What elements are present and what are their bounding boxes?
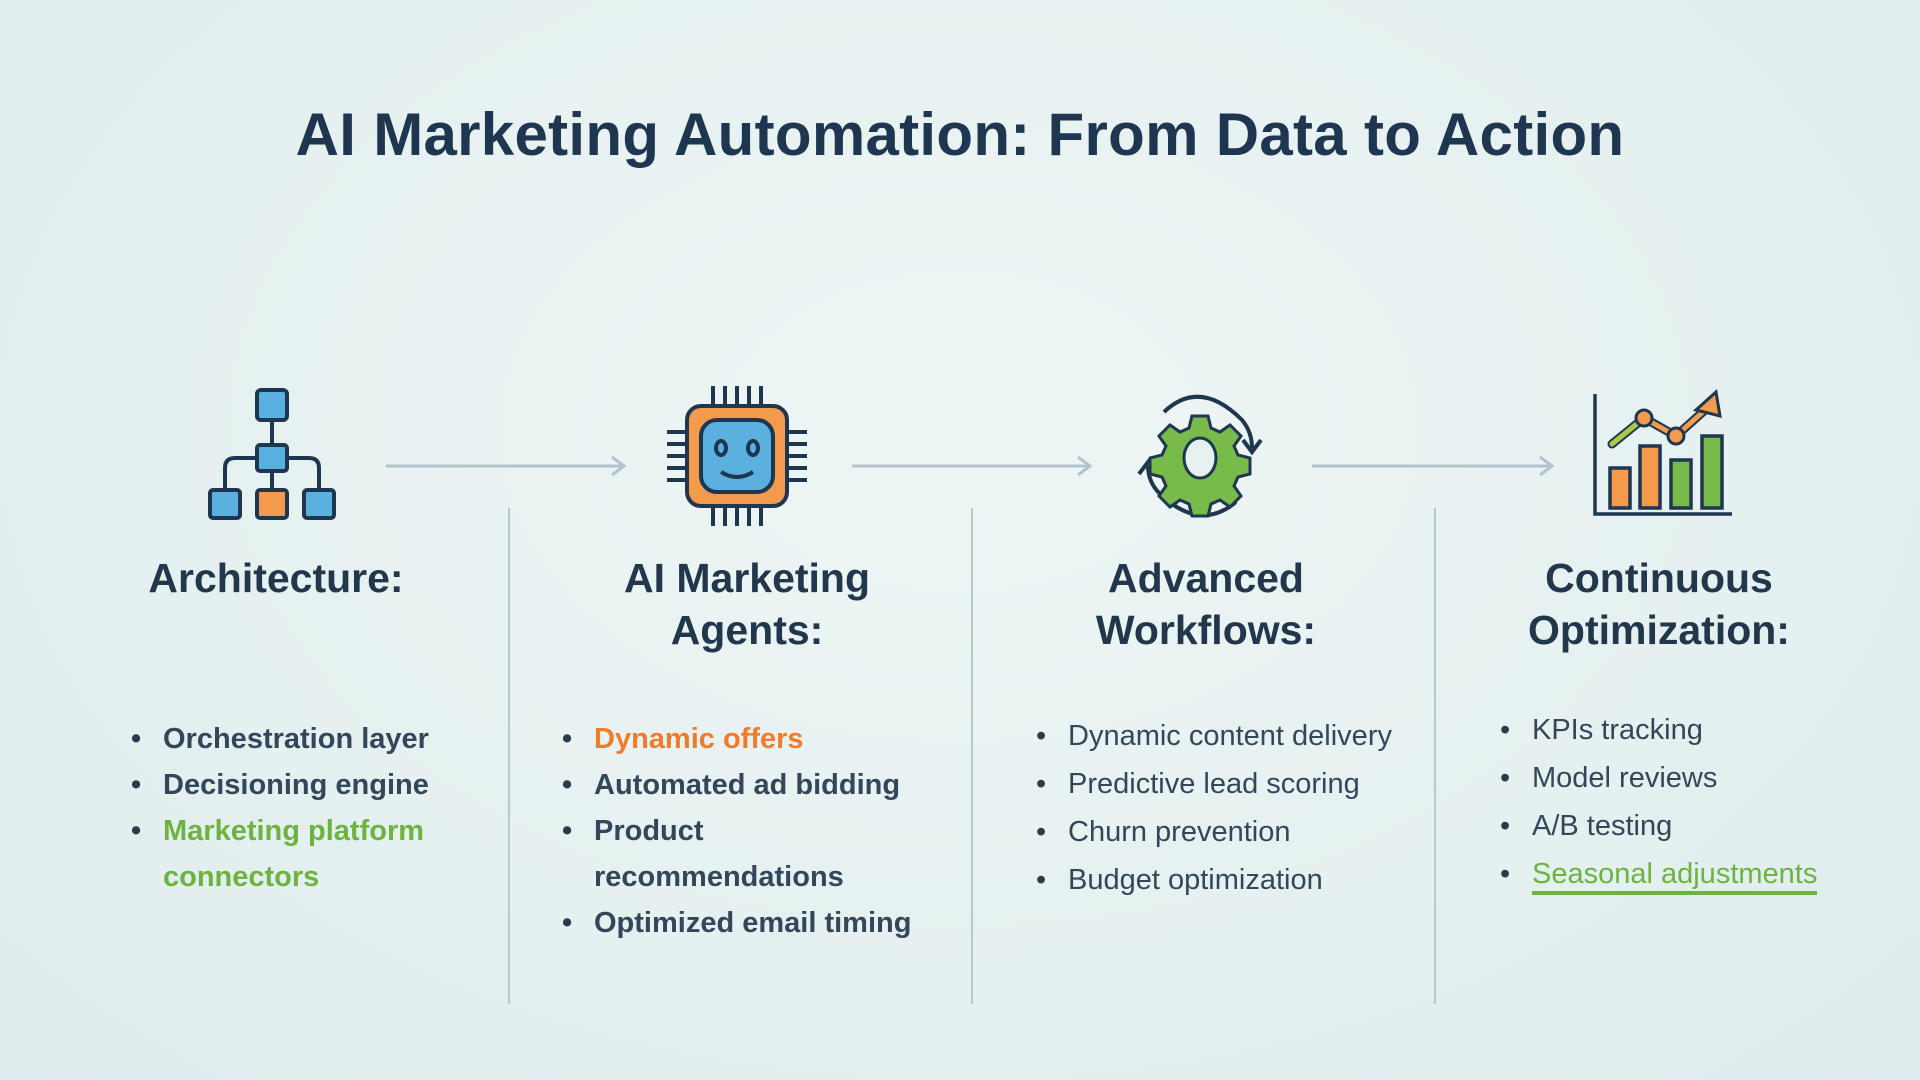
flow-arrow-1 [386, 456, 627, 476]
list-item-continued: recommendations [594, 861, 844, 893]
column-divider [1434, 508, 1436, 1004]
heading-line: Agents: [670, 607, 824, 653]
list-item: Orchestration layer [131, 716, 429, 762]
heading-line: Workflows: [1095, 607, 1317, 653]
agents-list: Dynamic offers Automated ad bidding Prod… [562, 716, 911, 946]
heading-line: Architecture: [148, 555, 404, 601]
column-divider [971, 508, 973, 1004]
page-title: AI Marketing Automation: From Data to Ac… [295, 101, 1625, 168]
list-item: Churn prevention [1036, 808, 1392, 856]
heading-line: Continuous [1545, 555, 1773, 601]
heading-architecture: Architecture: [66, 552, 486, 604]
flow-arrow-3 [1312, 456, 1555, 476]
list-item: Dynamic content delivery [1036, 712, 1392, 760]
heading-line: AI Marketing [623, 555, 871, 601]
heading-line: Advanced [1108, 555, 1304, 601]
list-item: Product [562, 808, 911, 854]
list-item: Decisioning engine [131, 762, 429, 808]
list-item: Budget optimization [1036, 856, 1392, 904]
list-item-continued: connectors [163, 861, 320, 893]
list-item: KPIs tracking [1500, 706, 1817, 754]
list-item: A/B testing [1500, 802, 1817, 850]
list-item: Dynamic offers [562, 716, 911, 762]
gear-cycle-icon [1137, 394, 1263, 518]
list-item: Model reviews [1500, 754, 1817, 802]
list-item: Predictive lead scoring [1036, 760, 1392, 808]
optimization-list: KPIs tracking Model reviews A/B testing … [1500, 706, 1818, 898]
list-item: Automated ad bidding [562, 762, 911, 808]
list-item: Seasonal adjustments [1500, 850, 1818, 898]
workflows-list: Dynamic content delivery Predictive lead… [1036, 712, 1392, 904]
list-item: Optimized email timing [562, 900, 911, 946]
highlighted-item-text: Seasonal adjustments [1532, 858, 1818, 895]
flow-arrow-2 [852, 456, 1093, 476]
list-item: Marketing platform [131, 808, 429, 854]
growth-chart-icon [1593, 389, 1732, 516]
heading-line: Optimization: [1528, 607, 1790, 653]
column-divider [508, 508, 510, 1004]
hierarchy-icon [208, 388, 336, 520]
ai-chip-icon [667, 386, 807, 526]
architecture-list: Orchestration layer Decisioning engine M… [131, 716, 429, 900]
